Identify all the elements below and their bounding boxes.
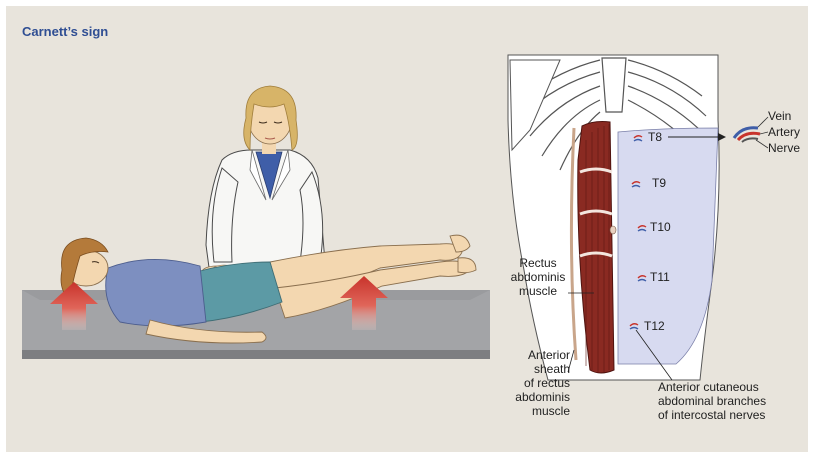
sheath-label-line: abdominis	[510, 390, 570, 404]
nerve-label: Nerve	[768, 141, 800, 155]
artery-label: Artery	[768, 125, 800, 139]
doctor-figure	[202, 86, 326, 278]
segment-label-t9: T9	[652, 176, 666, 190]
sheath-label-line: of rectus	[510, 376, 570, 390]
cutaneous-branches-label: Anterior cutaneous abdominal branches of…	[658, 380, 798, 422]
rectus-label-line: Rectus	[508, 256, 568, 270]
cutaneous-label-line: of intercostal nerves	[658, 408, 798, 422]
vein-label: Vein	[768, 109, 791, 123]
rectus-label-line: abdominis	[508, 270, 568, 284]
sheath-label-line: muscle	[510, 404, 570, 418]
cutaneous-label-line: Anterior cutaneous	[658, 380, 798, 394]
rectus-label-line: muscle	[508, 284, 568, 298]
sheath-label: Anterior sheath of rectus abdominis musc…	[510, 348, 570, 418]
sheath-label-line: Anterior	[510, 348, 570, 362]
segment-label-t12: T12	[644, 319, 665, 333]
rectus-label: Rectus abdominis muscle	[508, 256, 568, 298]
cutaneous-label-line: abdominal branches	[658, 394, 798, 408]
sheath-label-line: sheath	[510, 362, 570, 376]
segment-label-t10: T10	[650, 220, 671, 234]
abdomen-diagram	[508, 55, 768, 380]
segment-label-t11: T11	[650, 270, 670, 284]
segment-label-t8: T8	[648, 130, 662, 144]
